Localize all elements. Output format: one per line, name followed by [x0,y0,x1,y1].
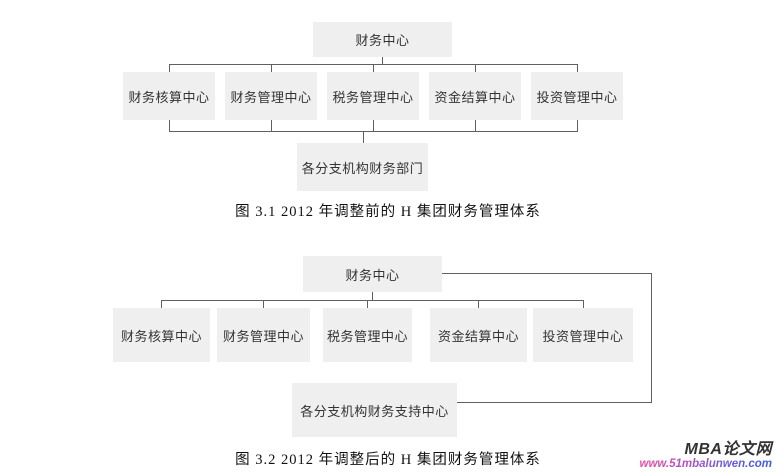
connector-child-stub [263,300,264,308]
org-box-finance-center: 财务中心 [313,22,452,57]
connector-child-stub [583,300,584,308]
connector-child-stub [169,120,170,131]
connector-child-stub [271,120,272,131]
watermark-site-name: MBA论文网 [684,440,772,458]
connector-child-stub [161,300,162,308]
org-box-investment-management-center: 投资管理中心 [531,72,623,120]
org-box-fund-settlement-center: 资金结算中心 [429,72,521,120]
connector-right-side [651,273,652,403]
connector-child-stub [475,120,476,131]
org-box-investment-management-center: 投资管理中心 [533,308,633,362]
connector-root-stub [382,57,383,65]
org-box-fund-settlement-center: 资金结算中心 [430,308,527,362]
org-box-finance-center: 财务中心 [303,256,442,292]
watermark-site-url: www.51mbalunwen.com [639,458,773,471]
connector-child-stub [373,64,374,73]
org-box-accounting-center: 财务核算中心 [123,72,215,120]
org-box-financial-management-center: 财务管理中心 [217,308,310,362]
org-box-tax-management-center: 税务管理中心 [327,72,419,120]
connector-right-bottom [457,402,652,403]
figure-caption-3-1: 图 3.1 2012 年调整前的 H 集团财务管理体系 [235,204,541,220]
org-box-financial-management-center: 财务管理中心 [225,72,317,120]
org-box-tax-management-center: 税务管理中心 [323,308,412,362]
org-box-accounting-center: 财务核算中心 [113,308,210,362]
connector-child-stub [475,64,476,73]
org-box-branch-finance-support-center: 各分支机构财务支持中心 [292,383,457,437]
site-watermark: MBA论文网 www.51mbalunwen.com [640,441,773,471]
connector-child-stub [271,64,272,73]
connector-child-stub [577,120,578,131]
org-box-branch-finance-departments: 各分支机构财务部门 [297,143,428,191]
connector-right-top [442,273,652,274]
connector-root-stub [372,292,373,301]
connector-child-stub [367,300,368,308]
connector-child-stub [373,120,374,131]
connector-child-stub [169,64,170,73]
connector-child-stub [577,64,578,73]
figure-caption-3-2: 图 3.2 2012 年调整后的 H 集团财务管理体系 [235,452,541,468]
connector-child-stub [478,300,479,308]
connector-bottom-stub [363,131,364,143]
connector-bottom-rail [169,131,578,132]
connector-top-rail [161,300,584,301]
